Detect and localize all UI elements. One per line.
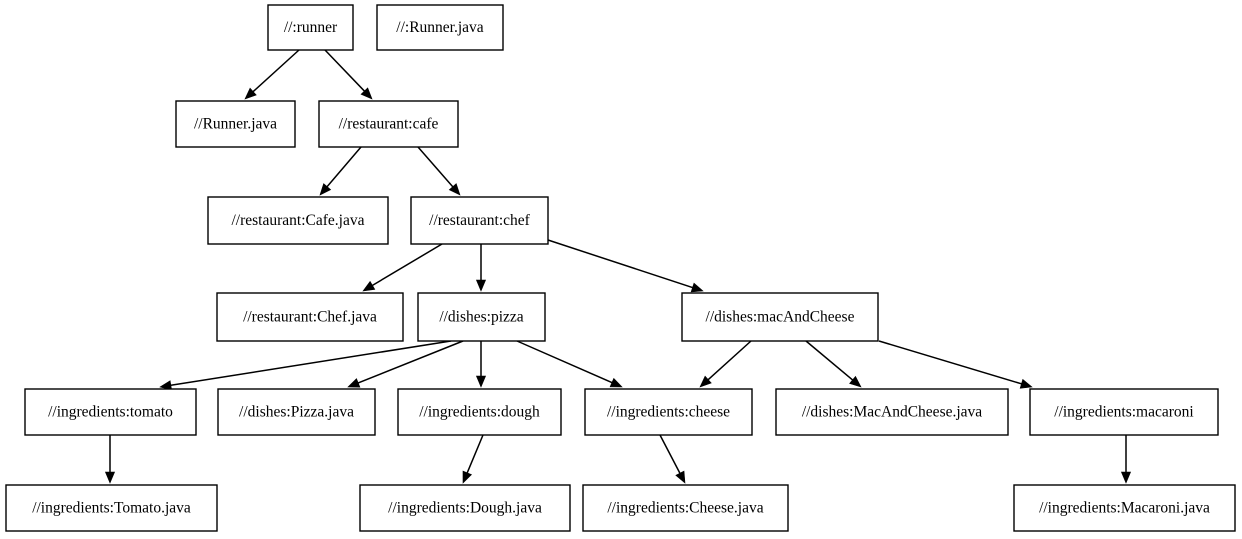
node-box[interactable] — [376, 4, 504, 51]
graph-edge — [699, 340, 752, 388]
graph-node-dishes_pizza[interactable]: //dishes:pizza — [417, 292, 546, 342]
node-box[interactable] — [775, 388, 1009, 436]
graph-edge — [547, 239, 704, 293]
graph-edge — [659, 434, 686, 484]
edge-layer — [104, 49, 1132, 484]
node-label: //restaurant:chef — [429, 212, 531, 229]
graph-node-dishes_pizza_java[interactable]: //dishes:Pizza.java — [217, 388, 376, 436]
node-box[interactable] — [1029, 388, 1219, 436]
graph-edge — [347, 340, 464, 388]
node-label: //Runner.java — [194, 116, 277, 133]
graph-node-ingredients_dough_java[interactable]: //ingredients:Dough.java — [359, 484, 571, 532]
graph-node-ingredients_tomato_java[interactable]: //ingredients:Tomato.java — [5, 484, 218, 532]
node-box[interactable] — [582, 484, 789, 532]
arrow-head-icon — [609, 377, 623, 388]
node-label: //ingredients:macaroni — [1054, 404, 1194, 421]
graph-node-runner_java[interactable]: //Runner.java — [175, 100, 296, 148]
graph-edge — [362, 243, 443, 292]
arrow-head-icon — [347, 378, 361, 388]
node-box[interactable] — [217, 388, 376, 436]
node-label: //ingredients:dough — [419, 404, 540, 421]
node-label: //ingredients:Cheese.java — [607, 500, 763, 517]
graph-edge — [104, 435, 116, 484]
node-box[interactable] — [216, 292, 404, 342]
graph-node-restaurant_cafe_java[interactable]: //restaurant:Cafe.java — [207, 196, 389, 245]
arrow-head-icon — [475, 375, 487, 388]
graph-edge — [475, 244, 487, 292]
arrow-head-icon — [462, 470, 473, 484]
arrow-head-icon — [1019, 378, 1033, 389]
graph-edge — [516, 340, 623, 388]
node-label: //ingredients:Dough.java — [388, 500, 542, 517]
graph-node-dishes_macandcheese_java[interactable]: //dishes:MacAndCheese.java — [775, 388, 1009, 436]
node-box[interactable] — [359, 484, 571, 532]
node-label: //:Runner.java — [396, 19, 484, 36]
arrow-head-icon — [448, 183, 461, 196]
node-label: //restaurant:cafe — [339, 116, 439, 133]
graph-node-ingredients_cheese[interactable]: //ingredients:cheese — [584, 388, 753, 436]
graph-edge — [417, 146, 461, 196]
node-box[interactable] — [1013, 484, 1236, 532]
node-box[interactable] — [175, 100, 296, 148]
arrow-head-icon — [319, 183, 332, 196]
graph-node-ingredients_macaroni_java[interactable]: //ingredients:Macaroni.java — [1013, 484, 1236, 532]
graph-node-runner[interactable]: //:runner — [267, 4, 354, 51]
arrow-head-icon — [849, 375, 862, 388]
node-label: //restaurant:Chef.java — [243, 309, 377, 326]
node-box[interactable] — [397, 388, 562, 436]
node-label: //dishes:Pizza.java — [239, 404, 354, 421]
graph-node-ingredients_tomato[interactable]: //ingredients:tomato — [24, 388, 197, 436]
node-label: //ingredients:tomato — [48, 404, 173, 421]
node-box[interactable] — [417, 292, 546, 342]
graph-edge — [244, 49, 300, 100]
arrow-head-icon — [475, 279, 487, 292]
graph-node-restaurant_chef[interactable]: //restaurant:chef — [410, 196, 549, 245]
arrow-head-icon — [690, 282, 704, 293]
node-label: //dishes:pizza — [439, 309, 523, 326]
arrow-head-icon — [104, 471, 116, 484]
node-box[interactable] — [267, 4, 354, 51]
node-label: //:runner — [284, 19, 338, 36]
graph-node-ingredients_dough[interactable]: //ingredients:dough — [397, 388, 562, 436]
arrow-head-icon — [675, 470, 686, 484]
graph-node-restaurant_chef_java[interactable]: //restaurant:Chef.java — [216, 292, 404, 342]
arrow-head-icon — [699, 375, 712, 388]
graph-edge — [324, 49, 373, 100]
node-box[interactable] — [584, 388, 753, 436]
graph-node-ingredients_macaroni[interactable]: //ingredients:macaroni — [1029, 388, 1219, 436]
graph-edge — [878, 340, 1033, 389]
node-box[interactable] — [207, 196, 389, 245]
graph-node-restaurant_cafe[interactable]: //restaurant:cafe — [318, 100, 459, 148]
graph-edge — [319, 146, 362, 196]
node-label: //restaurant:Cafe.java — [232, 212, 365, 229]
graph-edge — [1120, 435, 1132, 484]
node-box[interactable] — [410, 196, 549, 245]
graph-edge — [475, 341, 487, 388]
node-box[interactable] — [681, 292, 879, 342]
node-label: //ingredients:cheese — [607, 404, 730, 421]
graph-node-runner_java_root[interactable]: //:Runner.java — [376, 4, 504, 51]
graph-edge — [462, 434, 484, 484]
node-label: //dishes:MacAndCheese.java — [802, 404, 982, 421]
arrow-head-icon — [1120, 471, 1132, 484]
node-label: //ingredients:Tomato.java — [32, 500, 191, 517]
node-box[interactable] — [5, 484, 218, 532]
node-box[interactable] — [318, 100, 459, 148]
node-label: //ingredients:Macaroni.java — [1039, 500, 1210, 517]
graph-node-ingredients_cheese_java[interactable]: //ingredients:Cheese.java — [582, 484, 789, 532]
arrow-head-icon — [360, 87, 373, 100]
node-layer: //:runner //:Runner.java //Runner.java //re… — [5, 4, 1236, 532]
graph-edge — [805, 340, 862, 388]
node-label: //dishes:macAndCheese — [706, 309, 855, 326]
arrow-head-icon — [244, 87, 257, 100]
node-box[interactable] — [24, 388, 197, 436]
arrow-head-icon — [362, 280, 376, 292]
graph-node-dishes_macandcheese[interactable]: //dishes:macAndCheese — [681, 292, 879, 342]
